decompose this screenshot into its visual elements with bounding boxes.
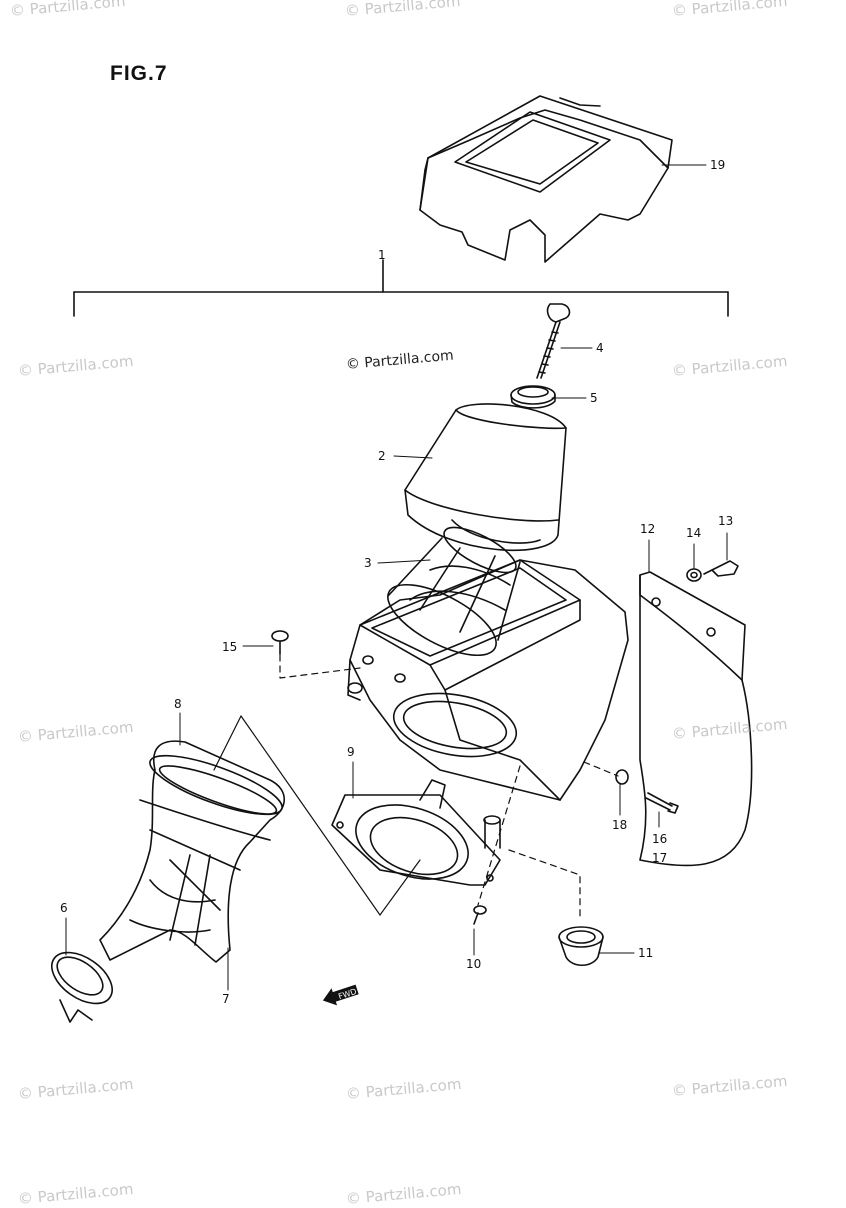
assembly-1-bracket	[73, 259, 729, 317]
callout-13: 13	[718, 514, 734, 528]
part-11-grommet	[558, 926, 604, 967]
callout-10: 10	[466, 957, 482, 971]
callout-15: 15	[222, 640, 238, 654]
part-18-washer	[615, 769, 629, 785]
callout-9: 9	[347, 745, 355, 759]
fwd-arrow-icon: FWD	[322, 984, 359, 1006]
part-7-8-intake-boot	[51, 740, 286, 1023]
part-5-seal	[510, 385, 556, 409]
callout-17: 17	[652, 851, 668, 865]
callout-8: 8	[174, 697, 182, 711]
part-9-flange	[331, 779, 501, 886]
part-12-side-panel	[639, 571, 753, 867]
callout-4: 4	[596, 341, 604, 355]
part-4-wing-bolt	[536, 303, 571, 379]
airbox-housing	[347, 559, 629, 849]
fwd-label: FWD	[337, 987, 358, 1001]
callout-19: 19	[710, 158, 726, 172]
part-2-filter-element	[404, 403, 567, 552]
part-19-cover	[419, 95, 673, 263]
part-16-bolt	[645, 792, 679, 814]
callout-18: 18	[612, 818, 628, 832]
figure-title: FIG.7	[110, 62, 168, 85]
callout-6: 6	[60, 901, 68, 915]
callout-7: 7	[222, 992, 230, 1006]
part-3-filter-cage	[387, 526, 521, 657]
callout-3: 3	[364, 556, 372, 570]
part-15-screw	[271, 630, 289, 655]
callout-14: 14	[686, 526, 702, 540]
callout-5: 5	[590, 391, 598, 405]
callout-12: 12	[640, 522, 656, 536]
callout-11: 11	[638, 946, 654, 960]
part-10-screw	[473, 905, 487, 925]
callout-1: 1	[378, 248, 386, 262]
callout-16: 16	[652, 832, 668, 846]
part-13-14-bolt-washer	[686, 560, 739, 582]
callout-2: 2	[378, 449, 386, 463]
